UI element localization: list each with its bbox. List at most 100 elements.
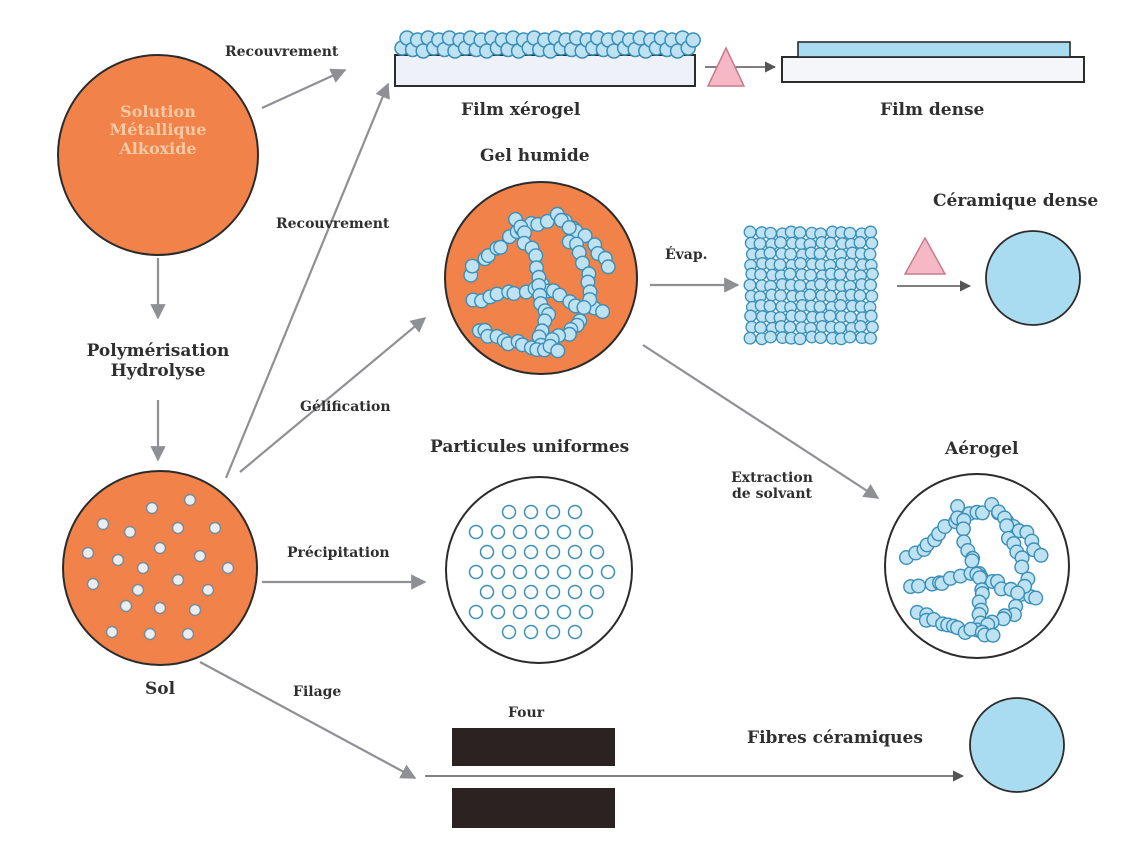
evap-label: Évap.	[665, 247, 708, 263]
particle	[113, 555, 124, 566]
particle	[577, 301, 591, 315]
particle	[547, 626, 560, 639]
particle	[536, 526, 549, 539]
polymerisation-text: Polymérisation	[58, 342, 258, 362]
gel-humide-label: Gel humide	[480, 147, 590, 167]
particle	[569, 586, 582, 599]
particle	[844, 331, 856, 343]
particle	[686, 33, 700, 47]
particle	[864, 248, 876, 260]
particle	[547, 586, 560, 599]
particle	[514, 526, 527, 539]
particle	[1000, 519, 1014, 533]
particle	[147, 503, 158, 514]
particle	[854, 237, 866, 249]
film-xerogel-substrate	[395, 55, 695, 86]
xerogel-block	[744, 226, 878, 344]
solution-line-1: Solution	[88, 103, 228, 121]
particle	[845, 258, 857, 270]
recouvrement-top-label: Recouvrement	[225, 44, 338, 60]
particle	[88, 579, 99, 590]
particle	[83, 548, 94, 559]
particle	[764, 247, 776, 259]
particle	[834, 269, 846, 281]
particle	[470, 566, 483, 579]
particle	[867, 321, 879, 333]
particle	[865, 226, 877, 238]
particle	[794, 227, 806, 239]
particle	[596, 305, 610, 319]
particle	[794, 333, 806, 345]
particle	[1029, 591, 1043, 605]
furnace-top-plate	[452, 728, 615, 766]
furnace-bottom-plate	[452, 788, 615, 828]
particle	[865, 279, 877, 291]
particle	[203, 585, 214, 596]
particle	[973, 571, 987, 585]
particle	[145, 629, 156, 640]
particle	[466, 259, 480, 273]
particle	[814, 301, 826, 313]
extraction-label: Extraction de solvant	[712, 470, 832, 502]
particle	[133, 585, 144, 596]
particle	[125, 527, 136, 538]
particle	[755, 322, 767, 334]
aerogel-label: Aérogel	[945, 440, 1018, 460]
particle	[514, 566, 527, 579]
particle	[190, 605, 201, 616]
particle	[492, 606, 505, 619]
particle	[754, 238, 766, 250]
particle	[765, 227, 777, 239]
gelification-label: Gélification	[300, 399, 391, 415]
heat-triangle-ceramic	[905, 238, 945, 274]
particle	[844, 227, 856, 239]
particle	[986, 629, 1000, 643]
particle	[805, 269, 817, 281]
polymerisation-hydrolyse-label: Polymérisation Hydrolyse	[58, 342, 258, 381]
particle	[867, 268, 879, 280]
particle	[210, 523, 221, 534]
film-xerogel-particles	[395, 31, 700, 58]
particle	[492, 526, 505, 539]
particle	[525, 626, 538, 639]
particle	[514, 606, 527, 619]
particle	[785, 248, 797, 260]
particle	[503, 546, 516, 559]
particle	[795, 258, 807, 270]
recouvrement-mid-label: Recouvrement	[276, 216, 389, 232]
particle	[795, 311, 807, 323]
particle	[569, 546, 582, 559]
particle	[815, 332, 827, 344]
particle	[558, 606, 571, 619]
particle	[503, 506, 516, 519]
particle	[855, 321, 867, 333]
particle	[601, 260, 615, 274]
particle	[547, 546, 560, 559]
particle	[965, 554, 979, 568]
arrow-sol-to-gel-humide	[240, 318, 425, 472]
particle	[536, 606, 549, 619]
particle	[745, 310, 757, 322]
particle	[173, 523, 184, 534]
particle	[481, 586, 494, 599]
particle	[525, 586, 538, 599]
particle	[195, 551, 206, 562]
particle	[1034, 549, 1048, 563]
particle	[470, 606, 483, 619]
particle	[765, 331, 777, 343]
particle	[845, 311, 857, 323]
particle	[775, 290, 787, 302]
particle	[223, 563, 234, 574]
particle	[580, 566, 593, 579]
particle	[775, 237, 787, 249]
particle	[591, 546, 604, 559]
particle	[854, 290, 866, 302]
four-label: Four	[508, 705, 544, 721]
fibres-ceramiques-label: Fibres céramiques	[747, 729, 923, 749]
particle	[503, 626, 516, 639]
particle	[835, 300, 847, 312]
particle	[824, 310, 836, 322]
particle	[957, 522, 971, 536]
particle	[183, 629, 194, 640]
particle	[825, 237, 837, 249]
